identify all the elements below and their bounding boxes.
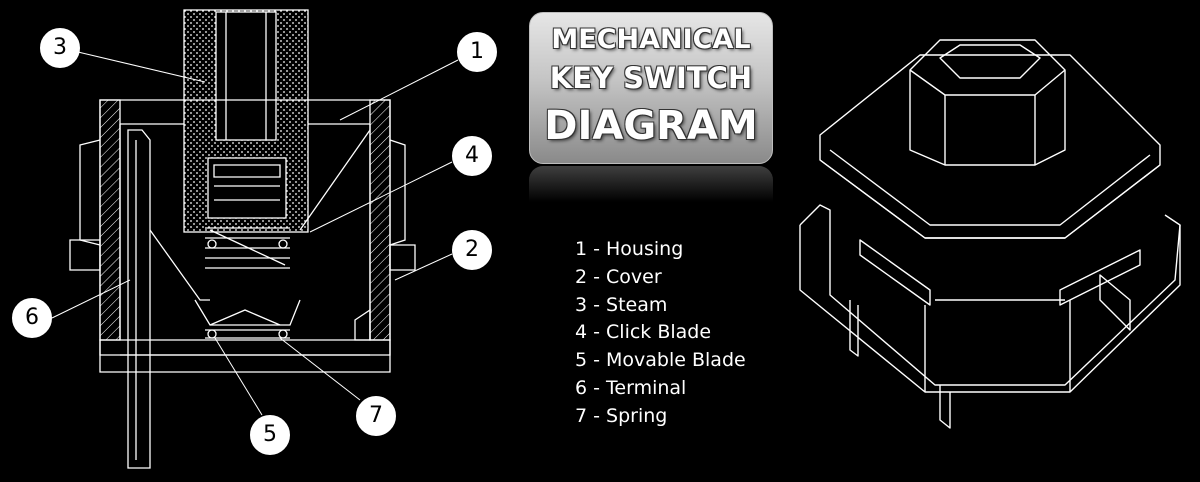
legend-item: 2 - Cover (575, 265, 662, 288)
title-line-1: MECHANICAL (551, 24, 751, 55)
title-line-3: DIAGRAM (544, 103, 758, 149)
legend-item: 4 - Click Blade (575, 321, 712, 344)
legend-item: 5 - Movable Blade (575, 349, 746, 372)
terminal-part (127, 129, 151, 469)
legend-item: 1 - Housing (575, 238, 684, 260)
parts-legend: 1 - Housing 2 - Cover 3 - Steam 4 - Clic… (575, 236, 746, 431)
title-line-2: KEY SWITCH (549, 61, 753, 95)
title-panel (529, 12, 773, 164)
legend-item: 7 - Spring (575, 404, 668, 427)
isometric-switch-drawing (799, 39, 1181, 429)
spring-part (205, 227, 290, 339)
callout-6: 6 (12, 298, 52, 338)
callout-5: 5 (250, 415, 290, 455)
legend-item: 3 - Steam (575, 293, 668, 316)
callout-2: 2 (452, 230, 492, 270)
callout-4: 4 (452, 136, 492, 176)
legend-item: 6 - Terminal (575, 376, 687, 399)
title-reflection (529, 166, 773, 202)
callout-3: 3 (40, 28, 80, 68)
callout-1: 1 (457, 32, 497, 72)
callout-7: 7 (356, 396, 396, 436)
